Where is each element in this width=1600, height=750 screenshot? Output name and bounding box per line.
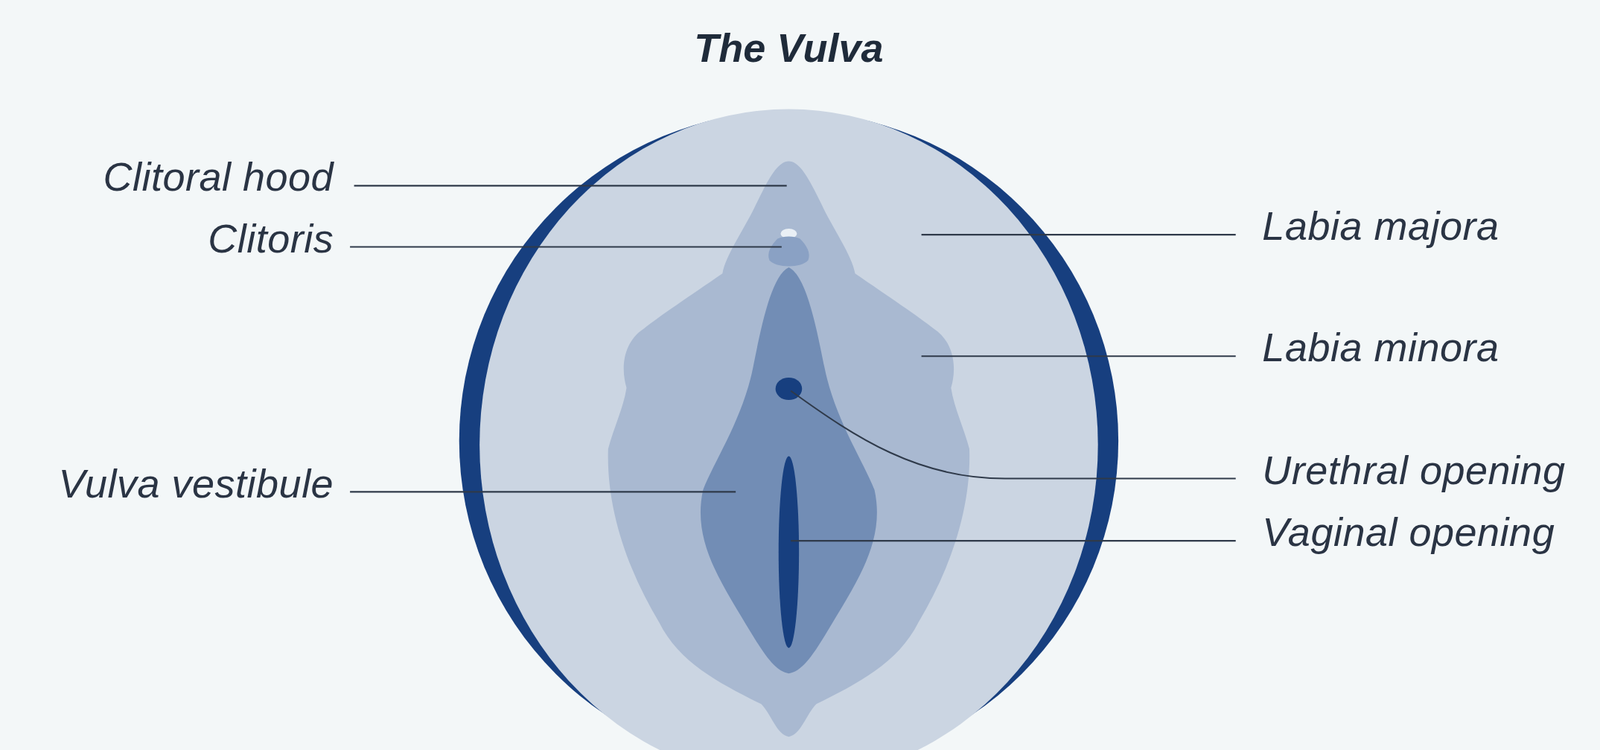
label-slot: Urethral opening bbox=[1261, 446, 1566, 493]
part-label: Clitoris bbox=[207, 215, 334, 262]
label-slot: Labia minora bbox=[1261, 323, 1499, 371]
label-slot: Vaginal opening bbox=[1261, 508, 1555, 555]
part-label: Vaginal opening bbox=[1261, 508, 1555, 555]
leader-line bbox=[790, 539, 1236, 542]
title-slot: The Vulva bbox=[693, 24, 884, 71]
leader-line bbox=[790, 390, 1236, 479]
diagram-title: The Vulva bbox=[693, 24, 884, 71]
label-slot: Labia majora bbox=[1261, 202, 1499, 249]
leader-line bbox=[349, 246, 782, 248]
leader-line bbox=[921, 233, 1236, 236]
leader-line bbox=[921, 355, 1236, 357]
part-label: Labia minora bbox=[1261, 323, 1499, 371]
label-slot: Clitoris bbox=[207, 215, 334, 262]
label-slot: Vulva vestibule bbox=[58, 460, 334, 507]
part-label: Labia majora bbox=[1261, 202, 1499, 249]
clitoris-shape bbox=[768, 236, 810, 267]
label-slot: Clitoral hood bbox=[102, 153, 334, 200]
leader-line bbox=[354, 184, 787, 187]
vestibule-shape bbox=[700, 267, 878, 674]
leader-line bbox=[349, 490, 736, 493]
part-label: Clitoral hood bbox=[102, 153, 334, 200]
vaginal-opening-shape bbox=[778, 455, 799, 648]
part-label: Urethral opening bbox=[1261, 446, 1566, 493]
part-label: Vulva vestibule bbox=[58, 460, 334, 507]
labia-majora-shape bbox=[479, 109, 1099, 750]
